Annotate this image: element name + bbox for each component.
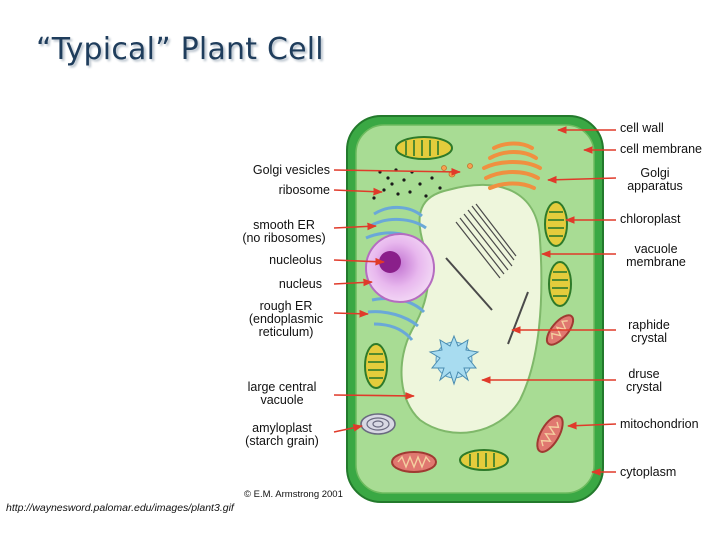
label-raphide-line2: crystal (630, 331, 668, 345)
source-url: http://waynesword.palomar.edu/images/pla… (6, 502, 234, 514)
label-rough-er-line3: reticulum) (258, 325, 314, 339)
nucleolus (379, 251, 401, 273)
label-ribosome: ribosome (278, 183, 330, 197)
label-vacuole-membrane-line2: membrane (626, 255, 686, 269)
label-druse-crystal: druse crystal (620, 368, 668, 394)
label-smooth-er: smooth ER (no ribosomes) (232, 219, 336, 245)
label-rough-er-line2: (endoplasmic (248, 312, 324, 326)
amyloplast (360, 413, 396, 435)
label-vacuole-line1: large central (247, 380, 317, 394)
label-raphide-line1: raphide (628, 318, 670, 332)
label-amyloplast-line2: (starch grain) (245, 434, 319, 448)
label-large-central-vacuole: large central vacuole (234, 381, 330, 407)
label-cell-wall: cell wall (620, 121, 664, 135)
label-amyloplast-line1: amyloplast (252, 421, 312, 435)
label-smooth-er-line2: (no ribosomes) (242, 231, 326, 245)
label-nucleus: nucleus (278, 277, 322, 291)
label-druse-line1: druse (628, 367, 660, 381)
label-vacuole-membrane-line1: vacuole (634, 242, 678, 256)
copyright-credit: © E.M. Armstrong 2001 (244, 489, 343, 500)
label-arrows-left (333, 168, 461, 433)
label-druse-line2: crystal (625, 380, 663, 394)
chloroplasts (364, 136, 572, 471)
label-golgi-apparatus: Golgi apparatus (620, 167, 690, 193)
label-vacuole-membrane: vacuole membrane (620, 243, 692, 269)
label-golgi-line1: Golgi (640, 166, 670, 180)
label-amyloplast: amyloplast (starch grain) (234, 422, 330, 448)
label-cytoplasm: cytoplasm (620, 465, 677, 479)
label-nucleolus: nucleolus (269, 253, 322, 267)
golgi-apparatus (482, 141, 542, 190)
nucleus (365, 233, 435, 303)
label-arrows-right (481, 126, 617, 476)
raphide-crystals (445, 203, 529, 345)
label-chloroplast: chloroplast (620, 212, 681, 226)
label-rough-er-line1: rough ER (259, 299, 313, 313)
label-vacuole-line2: vacuole (260, 393, 304, 407)
druse-crystal (428, 334, 480, 386)
label-golgi-line2: apparatus (627, 179, 683, 193)
label-cell-membrane: cell membrane (620, 142, 702, 156)
label-smooth-er-line1: smooth ER (253, 218, 315, 232)
label-raphide-crystal: raphide crystal (620, 319, 678, 345)
label-rough-er: rough ER (endoplasmic reticulum) (236, 300, 336, 339)
slide-title: “Typical” Plant Cell (36, 32, 324, 67)
label-golgi-vesicles: Golgi vesicles (252, 163, 330, 177)
label-mitochondrion: mitochondrion (620, 417, 699, 431)
